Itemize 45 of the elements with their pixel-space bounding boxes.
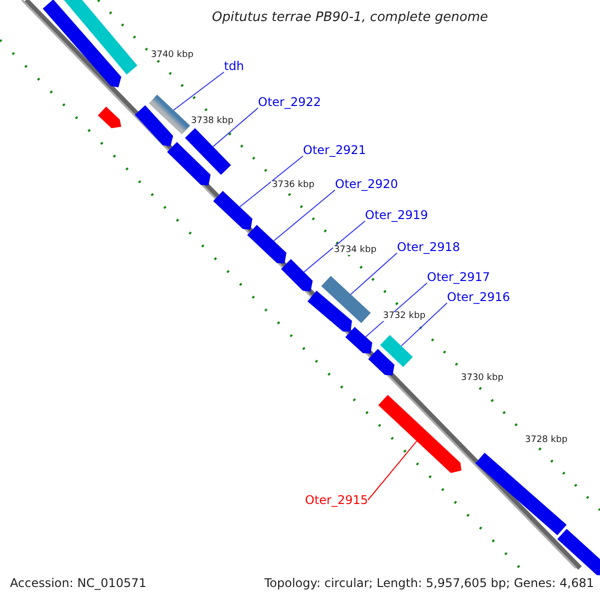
- gene-block: [247, 224, 286, 264]
- genome-info-text: Topology: circular; Length: 5,957,605 bp; Genes: 4,681: [264, 577, 594, 589]
- gene-block: [148, 94, 190, 134]
- leader-line: [273, 190, 336, 242]
- gene-block: [281, 259, 313, 292]
- title: Opitutus terrae PB90-1, complete genome: [210, 11, 490, 24]
- gene-label: Oter_2918: [397, 241, 460, 253]
- tick-label: 3732 kbp: [382, 312, 426, 321]
- leader-line: [239, 156, 304, 208]
- gene-label: Oter_2921: [303, 144, 366, 156]
- gene-block: [307, 290, 352, 332]
- tick-label: 3738 kbp: [190, 117, 234, 126]
- gene-block: [167, 142, 211, 186]
- leader-line: [212, 108, 258, 148]
- gene-label: Oter_2916: [447, 291, 510, 303]
- leader-line: [368, 440, 418, 500]
- gene-block: [98, 106, 122, 128]
- gene-label: tdh: [224, 60, 244, 72]
- gene-block: [475, 452, 567, 536]
- gene-block: [378, 394, 462, 474]
- gene-block: [62, 0, 138, 74]
- gene-block: [42, 0, 122, 88]
- gene-label: Oter_2917: [427, 271, 490, 283]
- leader-line: [400, 302, 448, 346]
- leader-line: [303, 220, 366, 273]
- gene-block: [184, 128, 232, 175]
- tick-label: 3734 kbp: [333, 246, 378, 255]
- tick-label: 3736 kbp: [271, 181, 316, 190]
- gene-block: [345, 326, 372, 354]
- gene-block: [213, 190, 252, 230]
- tick-label: 3730 kbp: [460, 374, 504, 383]
- tick-label: 3740 kbp: [150, 51, 194, 60]
- gene-block: [368, 348, 394, 376]
- gene-block: [557, 528, 600, 576]
- gene-block: [321, 276, 371, 324]
- gene-label: Oter_2920: [335, 178, 398, 190]
- leader-line: [173, 72, 224, 111]
- gene-label: Oter_2919: [365, 209, 428, 221]
- gene-label: Oter_2915: [305, 494, 368, 506]
- gene-label: Oter_2922: [258, 96, 322, 108]
- gene-block: [380, 334, 413, 368]
- gene-block: [134, 105, 174, 146]
- tick-label: 3728 kbp: [524, 436, 568, 445]
- accession-text: Accession: NC_010571: [10, 577, 146, 589]
- leader-line: [350, 252, 398, 295]
